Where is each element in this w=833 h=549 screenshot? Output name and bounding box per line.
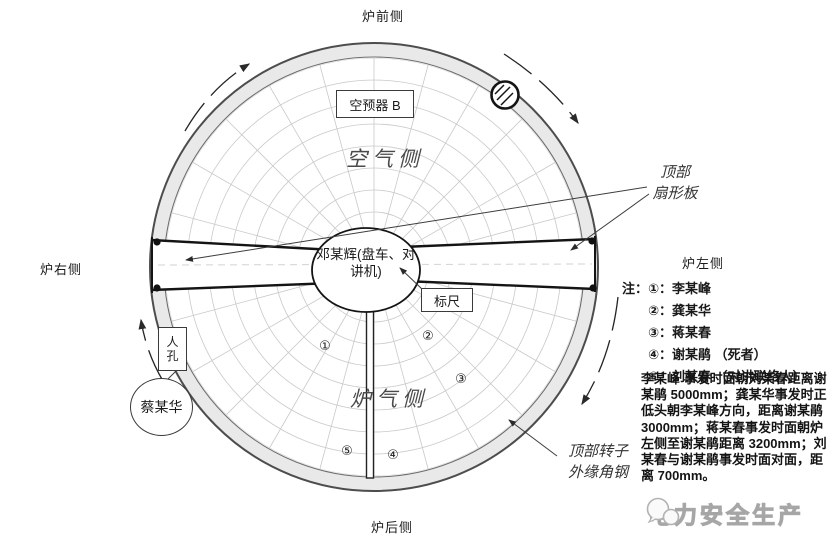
- person-circle-cai: 蔡某华: [130, 378, 193, 436]
- angle-steel-label-line2: 外缘角钢: [567, 464, 628, 481]
- manhole-box: 人 孔: [158, 327, 187, 371]
- manhole-label-line2: 孔: [166, 349, 179, 363]
- angle-steel-label: 顶部转子 外缘角钢: [548, 441, 648, 483]
- rotation-arrow-bottom-left: [138, 318, 164, 382]
- angle-steel-label-line1: 顶部转子: [567, 443, 628, 460]
- person-circle-label: 蔡某华: [140, 399, 183, 415]
- side-label-left: 炉左侧: [681, 256, 724, 271]
- note-item-3: ③：蒋某春: [648, 325, 712, 340]
- legend-notes: 注： ①：李某峰 ②：龚某华 ③：蒋某春 ④：谢某鹃 （死者） ⑤：刘某春 （对…: [622, 278, 806, 388]
- note-item-4: ④：谢某鹃 （死者）: [648, 347, 767, 362]
- rotation-arrow-top-left: [184, 63, 251, 132]
- incident-description: 李某峰 事发时面朝刘某春距离谢某鹃 5000mm；龚某华事发时正低头朝李某峰方向…: [641, 371, 827, 484]
- position-marker-2: ②: [422, 328, 434, 343]
- sector-plate-label-line2: 扇形板: [652, 185, 698, 202]
- center-operator-label: 邓某辉(盘车、对讲机): [316, 247, 416, 279]
- sector-plate-leader-left: [185, 186, 648, 262]
- side-label-rear: 炉后侧: [370, 520, 413, 535]
- sector-plate-label-line1: 顶部: [659, 164, 690, 181]
- preheater-name-box: 空预器 B: [336, 90, 414, 118]
- gas-side-label: 炉气侧: [350, 388, 428, 411]
- wechat-logo-icon: [646, 497, 680, 526]
- position-marker-1: ①: [319, 338, 331, 353]
- angle-steel-leader: [508, 419, 558, 457]
- note-item-5: ⑤：刘某春 （对讲联络人）: [648, 369, 806, 384]
- rotation-arrow-bottom-right: [581, 296, 619, 406]
- manhole-label-line1: 人: [166, 335, 179, 349]
- sector-plate-leader-right: [570, 193, 650, 251]
- rotation-arrow-top-right: [503, 53, 579, 125]
- plate-anchor-dots: [153, 237, 597, 292]
- notes-prefix: 注：: [622, 281, 649, 296]
- position-marker-3: ③: [455, 371, 467, 386]
- note-item-1: ①：李某峰: [648, 281, 712, 296]
- ruler-label-box: 标尺: [421, 288, 473, 312]
- manhole-connector: [167, 370, 177, 380]
- drive-motor-icon: [490, 80, 520, 110]
- position-marker-5: ⑤: [341, 443, 353, 458]
- watermark: 电力安全生产: [644, 496, 804, 530]
- center-operator-ellipse: [311, 227, 421, 313]
- position-marker-4: ④: [387, 447, 399, 462]
- ruler-leader: [399, 267, 424, 291]
- side-label-front: 炉前侧: [361, 9, 404, 24]
- side-label-right: 炉右侧: [39, 262, 82, 277]
- sector-plate-label: 顶部 扇形板: [630, 162, 720, 204]
- air-side-label: 空气侧: [346, 148, 424, 171]
- note-item-2: ②：龚某华: [648, 303, 712, 318]
